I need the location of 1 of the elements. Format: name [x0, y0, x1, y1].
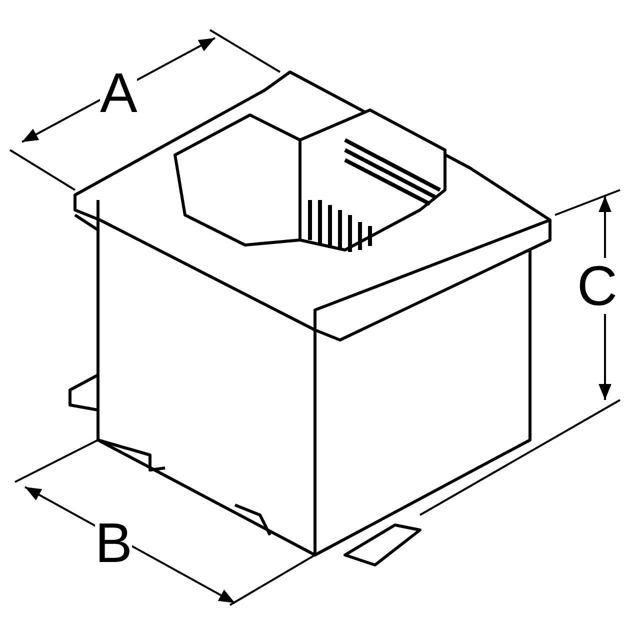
dimension-label: C: [577, 258, 618, 314]
